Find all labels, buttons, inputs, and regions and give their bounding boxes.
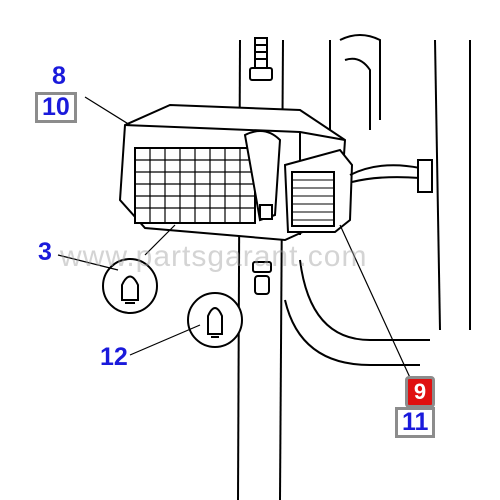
mirror-arm	[339, 34, 381, 130]
callout-8[interactable]: 8	[52, 62, 66, 90]
bulb-12-icon	[187, 292, 243, 348]
callout-11[interactable]: 11	[395, 407, 436, 438]
cable-connector	[349, 159, 433, 193]
callout-3[interactable]: 3	[38, 238, 52, 266]
side-lamp	[283, 148, 354, 233]
callout-9[interactable]: 9	[405, 376, 435, 408]
callout-12[interactable]: 12	[100, 343, 128, 371]
bulb-3-icon	[102, 258, 158, 314]
lamp-lens-grid	[135, 148, 255, 223]
curved-tube	[284, 259, 430, 366]
watermark-text: www.partsgarant.com	[60, 240, 368, 273]
leader-lines	[57, 96, 413, 383]
mounting-nut	[252, 261, 272, 295]
lamp-handle	[243, 130, 282, 222]
mounting-bolt	[249, 37, 273, 81]
callout-10[interactable]: 10	[35, 92, 77, 123]
